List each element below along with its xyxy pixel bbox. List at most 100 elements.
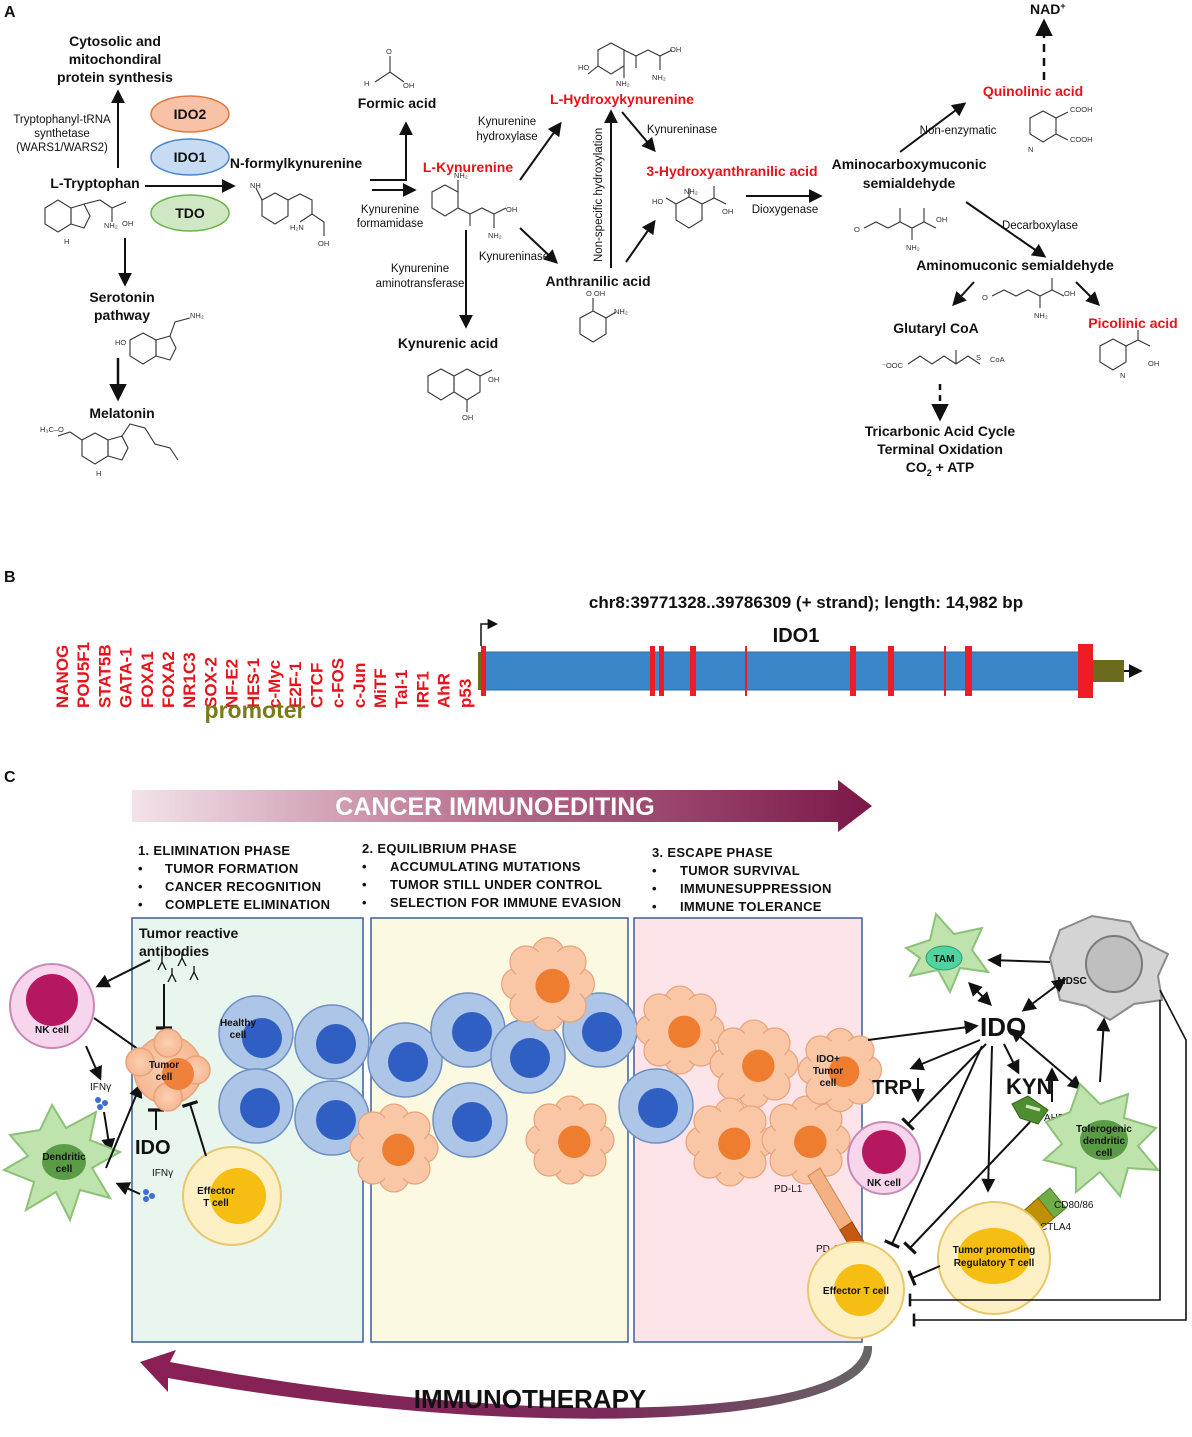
exon <box>888 646 894 696</box>
transcription-factor-label: E2F-1 <box>286 662 305 708</box>
picolinic-structure <box>1099 330 1151 371</box>
tam-nucleus <box>925 945 963 971</box>
ctla4-label: CTLA4 <box>1040 1222 1072 1233</box>
tolerogenic-nucleus <box>1080 1120 1128 1160</box>
gene-location: chr8:39771328..39786309 (+ strand); leng… <box>589 593 1023 612</box>
formic-o: O <box>386 47 392 56</box>
picolinic-label: Picolinic acid <box>1088 315 1177 331</box>
tumor-cell <box>797 1027 883 1113</box>
quinolinic-label: Quinolinic acid <box>983 83 1083 99</box>
kynurenine-structure <box>431 180 507 228</box>
kyn-oh: OH <box>506 205 517 214</box>
arrow-ido-mdsc <box>1021 978 1067 1012</box>
svg-text:CANCER RECOGNITION: CANCER RECOGNITION <box>165 879 321 894</box>
arrow-kyn-to-anthranilic <box>519 227 559 264</box>
formamidase-label-1: Kynurenine <box>361 204 419 216</box>
antibody-icons <box>157 952 199 983</box>
ido-left-label: IDO <box>135 1137 171 1159</box>
transcription-factor-label: GATA-1 <box>117 647 136 708</box>
ido-tumor-label-3: cell <box>820 1078 837 1089</box>
kynurenic-oh2: OH <box>462 413 473 422</box>
kynurenine-label: L-Kynurenine <box>423 159 513 175</box>
ahr-receptor <box>1011 1095 1049 1125</box>
inhibit-ido-effector <box>884 1045 983 1249</box>
arrow-tolerogenic-mdsc <box>1096 1017 1111 1083</box>
arrow-ifng-dendritic <box>101 1111 116 1153</box>
svg-text:•: • <box>138 861 143 876</box>
anthranilic-label: Anthranilic acid <box>545 273 650 289</box>
serotonin-ho: HO <box>115 338 126 347</box>
serotonin-nh2: NH₂ <box>190 311 204 320</box>
tumor-label-2: cell <box>156 1072 173 1083</box>
acms-oh: OH <box>936 215 947 224</box>
nonspecific-label: Non-specific hydroxylation <box>593 128 605 262</box>
svg-text:3. ESCAPE PHASE: 3. ESCAPE PHASE <box>652 845 773 860</box>
immunoediting-banner <box>132 780 872 832</box>
ams-label: Aminomuconic semialdehyde <box>916 257 1114 273</box>
hydroxykyn-label: L-Hydroxykynurenine <box>550 91 694 107</box>
nk-cell-left-nucleus <box>26 974 78 1026</box>
svg-text:•: • <box>362 895 367 910</box>
transcription-factor-label: c-Myc <box>265 660 284 708</box>
effector-label-1: Effector <box>197 1186 235 1197</box>
antibodies-label-2: antibodies <box>139 943 209 959</box>
nonenzymatic-label: Non-enzymatic <box>920 125 997 137</box>
arrow-ido-tam <box>968 982 992 1006</box>
formic-label: Formic acid <box>358 95 437 111</box>
transcription-factor-label: c-Jun <box>350 663 369 708</box>
picolinic-n: N <box>1120 371 1125 380</box>
effector-cell-left-nucleus <box>210 1168 266 1224</box>
wars-label-2: synthetase <box>34 128 90 140</box>
acms-structure <box>863 208 937 240</box>
glutaryl-coa: CoA <box>990 355 1005 364</box>
anthranilic-ooh: O OH <box>586 289 605 298</box>
transcription-factor-label: c-FOS <box>329 658 348 708</box>
phase-2-text: 2. EQUILIBRIUM PHASE •ACCUMULATING MUTAT… <box>362 841 621 910</box>
transcription-factor-label: SOX-2 <box>201 657 220 708</box>
tumor-cells <box>349 937 883 1193</box>
svg-text:ACCUMULATING MUTATIONS: ACCUMULATING MUTATIONS <box>390 859 581 874</box>
tam-label: TAM <box>934 954 955 965</box>
effector-cell-right-nucleus <box>834 1264 886 1316</box>
ams-o: O <box>982 293 988 302</box>
hydroxykyn-structure <box>587 42 673 78</box>
nk-cell-right-nucleus <box>862 1130 906 1174</box>
arrow-antibodies-nk <box>95 959 151 988</box>
serotonin-structure <box>129 317 191 365</box>
ams-oh: OH <box>1064 289 1075 298</box>
transcription-factor-label: p53 <box>456 679 475 708</box>
tca-label-2: Terminal Oxidation <box>877 441 1003 457</box>
transcription-factor-label: NANOG <box>53 645 72 708</box>
nfk-structure <box>255 187 325 236</box>
ido-tumor-label-1: IDO+ <box>816 1054 840 1065</box>
wars-label-3: (WARS1/WARS2) <box>16 142 108 154</box>
melatonin-structure <box>57 423 179 465</box>
transcription-factor-label: HES-1 <box>244 658 263 708</box>
exon <box>850 646 856 696</box>
inhibit-treg-effector <box>907 1265 941 1286</box>
exon <box>1078 644 1093 698</box>
aminotransferase-label-2: aminotransferase <box>376 278 465 290</box>
gene-body <box>483 651 1085 691</box>
healthy-label-2: cell <box>230 1030 247 1041</box>
ido2-label: IDO2 <box>174 106 207 122</box>
quinolinic-cooh2: COOH <box>1070 135 1093 144</box>
arrow-3hk-to-3haa <box>621 111 656 153</box>
treg-label-1: Tumor promoting <box>953 1245 1036 1256</box>
trp-label: TRP <box>872 1077 912 1099</box>
inhibit-ido-nk <box>901 1043 987 1131</box>
wars-label-1: Tryptophanyl-tRNA <box>13 114 111 126</box>
ido1-label: IDO1 <box>174 149 207 165</box>
immunotherapy-arrow <box>140 1346 873 1419</box>
tolerogenic-label-2: dendritic <box>1083 1136 1126 1147</box>
tumor-cell <box>501 937 595 1031</box>
protein-synthesis-label-3: protein synthesis <box>57 69 173 85</box>
tolerogenic-label-3: cell <box>1096 1148 1113 1159</box>
ido-tumor-label-2: Tumor <box>813 1066 843 1077</box>
serotonin-label-1: Serotonin <box>89 289 154 305</box>
trp-nh: H <box>64 237 69 246</box>
arrow-ido-treg <box>981 1045 996 1193</box>
tumor-cell <box>635 985 725 1075</box>
arrow-nfk-to-formic <box>370 121 413 181</box>
kynureninase-label-1: Kynureninase <box>647 124 717 136</box>
